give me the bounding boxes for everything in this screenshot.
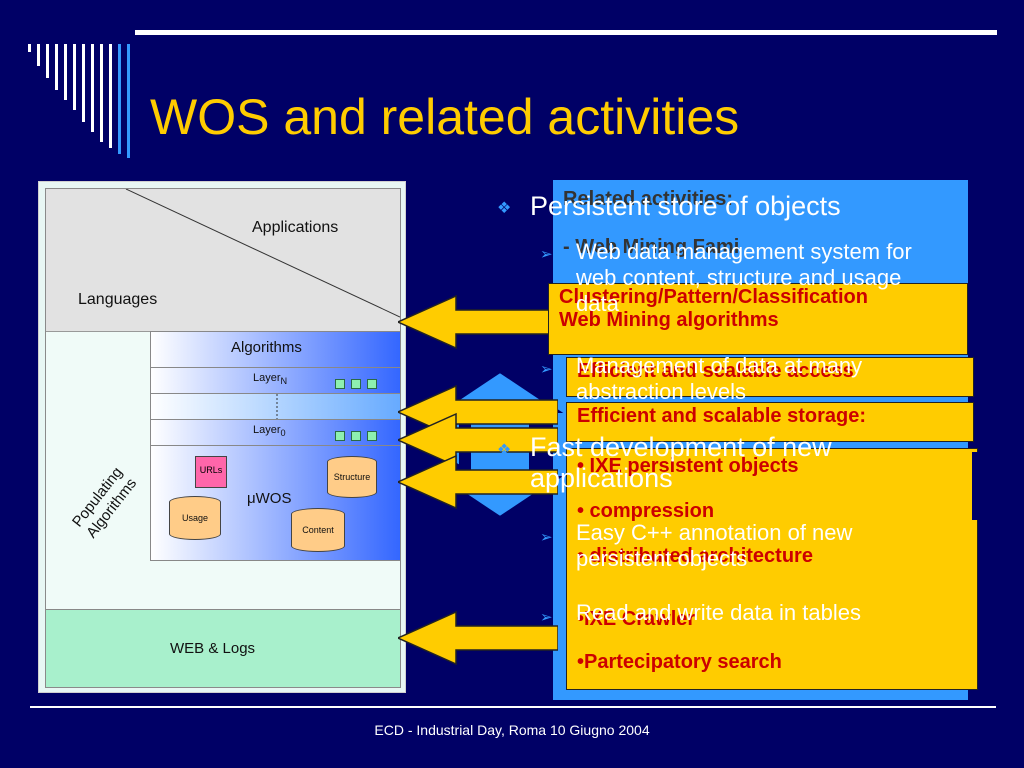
layer-n-prefix: Layer bbox=[253, 372, 281, 384]
layer-n: LayerN bbox=[150, 367, 400, 395]
dotted-connector bbox=[276, 394, 278, 420]
partecipatory-item: •Partecipatory search bbox=[577, 651, 782, 673]
languages-area: Applications Languages bbox=[46, 189, 400, 332]
related-activities-fragment: - Web Mining Fami bbox=[563, 236, 740, 258]
web-logs-label: WEB & Logs bbox=[170, 640, 256, 657]
arrow-bullet-icon-4: ➢ bbox=[540, 609, 553, 626]
diamond-bullet-icon: ❖ bbox=[497, 200, 512, 217]
layer-n-label: LayerN bbox=[253, 372, 287, 386]
web-logs-area: WEB & Logs bbox=[46, 609, 400, 687]
sub-read-write-tables: Read and write data in tables bbox=[576, 600, 861, 625]
uwos-layer: URLs Structure Usage Content μWOS bbox=[150, 445, 400, 561]
uwos-label: μWOS bbox=[247, 490, 292, 507]
bottom-rule bbox=[30, 706, 996, 708]
layer-n-dots bbox=[335, 376, 383, 394]
usage-cylinder: Usage bbox=[169, 496, 221, 540]
top-rule bbox=[135, 30, 997, 35]
algorithms-label: Algorithms bbox=[231, 339, 302, 356]
layer-0-prefix: Layer bbox=[253, 424, 281, 436]
access-callout: Efficient and scalable access bbox=[566, 357, 974, 397]
diamond-bullet-icon-2: ❖ bbox=[497, 442, 512, 459]
sub-cpp-annotation: Easy C++ annotation of new persistent ob… bbox=[576, 520, 853, 571]
arrow-bullet-icon-2: ➢ bbox=[540, 361, 553, 378]
bullet-persistent-store: Persistent store of objects bbox=[530, 191, 841, 221]
applications-label: Applications bbox=[252, 219, 339, 236]
wos-architecture-diagram: Applications Languages Algorithms LayerN… bbox=[38, 181, 406, 693]
arrow-bullet-icon: ➢ bbox=[540, 246, 553, 263]
storage-item-3: • distributed architecture bbox=[577, 545, 813, 567]
diagonal-line bbox=[125, 189, 400, 318]
crawler-item: •IXE Crawler bbox=[577, 608, 696, 630]
layer-0-label: Layer0 bbox=[253, 424, 286, 438]
pointer-arrows bbox=[398, 294, 558, 666]
storage-item-1: • IXE persistent objects bbox=[577, 455, 799, 477]
storage-text: Efficient and scalable storage: bbox=[577, 405, 866, 427]
slide-footer: ECD - Industrial Day, Roma 10 Giugno 200… bbox=[374, 722, 650, 738]
related-activities-heading: Related activities: bbox=[563, 188, 734, 210]
layer-n-sub: N bbox=[280, 376, 288, 387]
algorithms-layer: Algorithms bbox=[150, 331, 400, 369]
layer-0-sub: 0 bbox=[280, 428, 286, 439]
populating-algorithms-label: Populating Algorithms bbox=[57, 449, 153, 558]
layer-0: Layer0 bbox=[150, 419, 400, 447]
urls-document-icon: URLs bbox=[195, 456, 227, 488]
layer-middle bbox=[150, 393, 400, 421]
sub-web-data-management: Web data management system for web conte… bbox=[576, 239, 912, 316]
storage-items-callout: • IXE persistent objects • compression •… bbox=[566, 448, 978, 690]
arrow-bullet-icon-3: ➢ bbox=[540, 529, 553, 546]
mining-callout: Clustering/Pattern/Classification Web Mi… bbox=[548, 283, 968, 355]
structure-cylinder: Structure bbox=[327, 456, 377, 498]
access-text: Efficient and scalable access bbox=[577, 360, 854, 382]
callout-shadow bbox=[972, 452, 984, 520]
sub-abstraction-levels: Management of data at many abstraction l… bbox=[576, 353, 863, 404]
mining-line2: Web Mining algorithms bbox=[559, 309, 779, 331]
storage-item-2: • compression bbox=[577, 500, 715, 522]
storage-callout: Efficient and scalable storage: bbox=[566, 402, 974, 442]
bullet-fast-development: Fast development of new applications bbox=[530, 432, 832, 493]
slide-title: WOS and related activities bbox=[150, 89, 740, 145]
layer-0-dots bbox=[335, 428, 383, 446]
languages-label: Languages bbox=[78, 291, 158, 308]
diagram-frame: Applications Languages Algorithms LayerN… bbox=[45, 188, 401, 688]
content-cylinder: Content bbox=[291, 508, 345, 552]
mining-line1: Clustering/Pattern/Classification bbox=[559, 286, 868, 308]
